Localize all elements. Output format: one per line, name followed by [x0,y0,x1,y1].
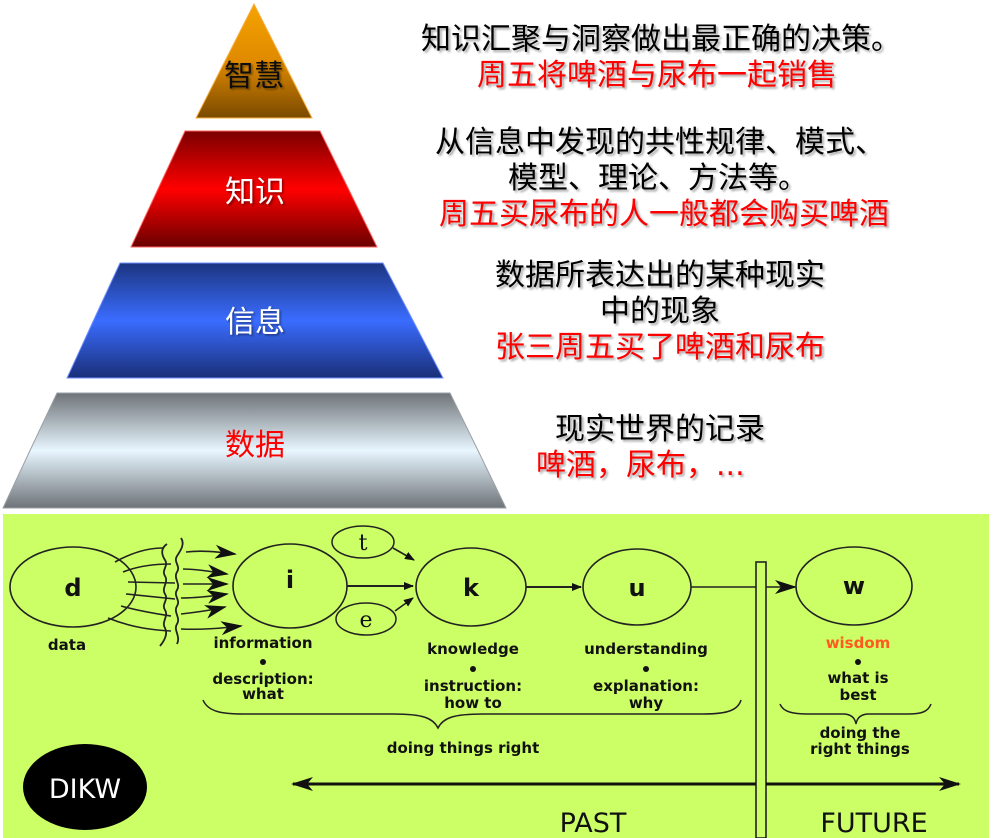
node-understanding-name: understanding [584,640,708,658]
pyramid-level-wisdom: 智慧 [195,2,313,119]
node-understanding-detail-1: explanation: [593,677,699,695]
node-knowledge-letter: k [463,574,480,602]
input-t-circle [331,525,395,559]
wisdom-example: 周五将啤酒与尿布一起销售 [477,58,837,93]
information-example: 张三周五买了啤酒和尿布 [495,330,825,365]
node-information-name: information [213,634,312,652]
input-t-letter: t [359,531,368,556]
node-information-detail-1: description: [212,670,313,688]
data-example: 啤酒，尿布，... [536,448,745,483]
node-wisdom-detail-2: best [839,686,876,704]
node-wisdom-name: wisdom [826,634,891,652]
wisdom-description: 知识汇聚与洞察做出最正确的决策。 周五将啤酒与尿布一起销售 [366,22,956,94]
future-group-label-1: doing the [820,724,901,742]
timeline-future-label: FUTURE [820,808,927,838]
node-understanding-bullet [643,666,649,672]
node-knowledge-name: knowledge [427,640,519,658]
node-data-circle [9,546,137,628]
input-e-arrow [394,597,414,612]
node-data-letter: d [64,574,81,602]
node-information: i information description: what [212,543,348,703]
node-data: d data [9,546,137,654]
knowledge-example: 周五买尿布的人一般都会购买啤酒 [439,197,889,232]
node-wisdom-detail-1: what is [827,669,888,687]
node-information-bullet [260,659,266,665]
past-group-label: doing things right [387,739,540,757]
node-understanding-detail-2: why [629,694,664,712]
information-description-line: 中的现象 [600,294,720,329]
pyramid-label-wisdom: 智慧 [224,59,284,94]
pyramid-level-knowledge: 知识 [130,130,378,248]
node-information-letter: i [286,566,294,594]
knowledge-description: 从信息中发现的共性规律、模式、 模型、理论、方法等。 周五买尿布的人一般都会购买… [380,125,950,233]
knowledge-description-line: 模型、理论、方法等。 [508,161,808,196]
timeline-past-label: PAST [560,808,627,838]
dikw-pyramid: 智慧 知识 信息 数据 [2,2,507,509]
dikw-badge-shape [23,744,147,830]
past-group-brace [202,699,742,730]
node-understanding-letter: u [628,574,645,602]
data-description-line: 现实世界的记录 [555,412,765,447]
future-group-brace [779,703,932,725]
wisdom-description-line: 知识汇聚与洞察做出最正确的决策。 [421,22,901,57]
node-wisdom: w wisdom what is best [795,546,913,704]
node-wisdom-bullet [855,659,861,665]
pyramid-level-data: 数据 [2,392,507,509]
node-knowledge-detail-2: how to [444,694,502,712]
dikw-flow-panel: d data i inform [3,514,989,838]
input-t-arrow [392,547,415,561]
information-description-line: 数据所表达出的某种现实 [495,258,825,293]
input-e-letter: e [359,608,372,633]
node-knowledge-bullet [470,666,476,672]
node-information-detail-2: what [242,685,284,703]
input-e: e [335,597,414,636]
node-data-name: data [48,636,86,654]
node-wisdom-circle [795,546,913,626]
node-knowledge: k knowledge instruction: how to [415,547,527,712]
input-t: t [331,525,415,561]
past-future-divider [755,561,767,838]
dikw-badge: DIKW [23,744,147,830]
input-e-circle [335,602,397,636]
data-description: 现实世界的记录 啤酒，尿布，... [520,412,820,484]
pyramid-level-information: 信息 [66,262,444,379]
pyramid-label-knowledge: 知识 [225,175,285,210]
node-knowledge-detail-1: instruction: [424,677,522,695]
node-understanding: u understanding explanation: why [582,548,708,712]
information-description: 数据所表达出的某种现实 中的现象 张三周五买了啤酒和尿布 [440,258,900,366]
dikw-badge-label: DIKW [49,774,121,805]
pyramid-label-data: 数据 [225,428,285,463]
filter-braces [159,537,184,647]
future-group-label-2: right things [810,740,910,758]
node-wisdom-letter: w [843,572,865,600]
data-to-information-arrows [180,544,243,636]
pyramid-label-information: 信息 [225,305,285,340]
knowledge-description-line: 从信息中发现的共性规律、模式、 [435,125,885,160]
